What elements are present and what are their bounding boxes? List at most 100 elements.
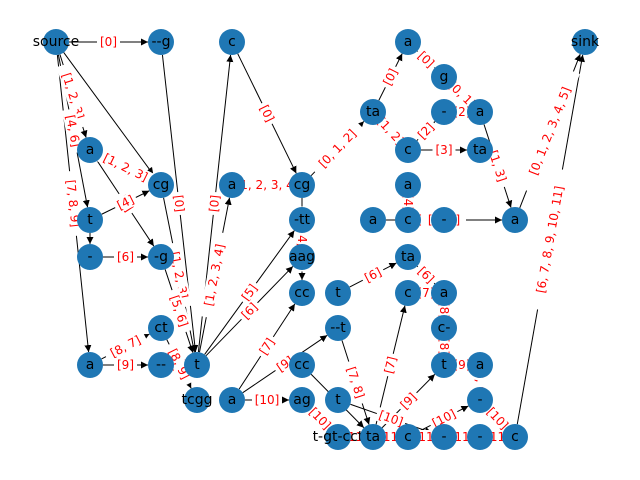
node-circle <box>148 29 174 55</box>
node-label: - <box>441 429 446 445</box>
node-label: a <box>86 142 95 158</box>
edge-label-text: [6] <box>362 265 384 285</box>
node-label: c- <box>438 320 451 336</box>
node-circle <box>325 424 351 450</box>
node-label: -tt <box>294 212 311 228</box>
edge-label-text: [7] <box>418 286 435 300</box>
node-n-tt: -tt <box>289 207 315 233</box>
edge-label: [0] <box>206 191 223 216</box>
node-n-g3: -g <box>148 244 174 270</box>
node-circle <box>467 424 493 450</box>
node-circle <box>395 29 421 55</box>
edge-label-text: [0, 1, 2] <box>316 127 359 171</box>
edge-label-text: [9] <box>454 358 471 372</box>
edge-label-bg <box>374 406 408 431</box>
edge-label: [9] <box>114 358 137 372</box>
edge-label-bg <box>199 231 230 319</box>
edge-label-bg <box>237 279 262 306</box>
node-label: c <box>511 429 519 445</box>
node-circle <box>325 315 351 341</box>
edge-label-bg <box>413 117 439 145</box>
node-n-ct: ct <box>148 315 174 341</box>
node-circle <box>431 352 457 378</box>
node-label: - <box>477 392 482 408</box>
node-label: c <box>404 212 412 228</box>
node-label: a <box>511 212 520 228</box>
edge-label-text: [7] <box>382 355 400 375</box>
node-circle <box>502 424 528 450</box>
node-circle <box>325 280 351 306</box>
node-n-cc2: cc <box>289 352 315 378</box>
edge-label: [0] <box>97 35 120 49</box>
node-label: aag <box>289 249 315 265</box>
edge-label-text: [3] <box>436 143 453 157</box>
node-circle <box>467 137 493 163</box>
node-circle <box>219 387 245 413</box>
node-circle <box>431 280 457 306</box>
node-label: --t <box>330 320 346 336</box>
node-circle <box>184 352 210 378</box>
node-circle <box>467 387 493 413</box>
node-n-dash3: -- <box>148 352 174 378</box>
node-label: a <box>228 177 237 193</box>
node-n-a-r1: a <box>467 99 493 125</box>
edge-label-bg <box>206 191 223 216</box>
node-label: ta <box>366 429 380 445</box>
node-n-ta3: ta <box>395 244 421 270</box>
node-label: a <box>86 357 95 373</box>
node-n-a5: a <box>431 280 457 306</box>
node-circle <box>431 64 457 90</box>
node-circle <box>148 244 174 270</box>
node-circle <box>431 315 457 341</box>
edge-label: [6] <box>114 250 137 264</box>
node-label: - <box>477 429 482 445</box>
edges-layer <box>56 38 585 441</box>
node-circle <box>360 207 386 233</box>
node-n-t1: t <box>77 207 103 233</box>
edge-label-bg <box>97 35 120 49</box>
edge-label: [0] <box>255 100 279 127</box>
node-label: c <box>228 34 236 50</box>
edge-label-text: [7, 8, 9] <box>64 179 83 228</box>
node-circle <box>395 172 421 198</box>
node-n-a3: a <box>395 172 421 198</box>
node-label: t <box>87 212 93 228</box>
edge-label-bg <box>395 387 422 415</box>
node-n-c4: c <box>395 280 421 306</box>
edge-label: [7] <box>254 333 280 360</box>
node-circle <box>360 424 386 450</box>
node-n-ta4: ta <box>360 424 386 450</box>
node-label: ta <box>366 104 380 120</box>
edge-label: [4, 6] <box>61 108 85 154</box>
edge-label-bg <box>170 191 188 216</box>
node-circle <box>431 207 457 233</box>
node-label: ct <box>154 320 168 336</box>
edge-label: [1, 2, 3, 4] <box>199 231 230 319</box>
node-circle <box>219 29 245 55</box>
edge-label-bg <box>482 402 513 435</box>
node-n-a4: a <box>502 207 528 233</box>
edge-label-text: [1, 2, 3, 4] <box>202 243 228 307</box>
edge-label-text: [10] <box>377 408 405 429</box>
node-n-t5: t <box>325 387 351 413</box>
node-label: t <box>194 357 200 373</box>
node-circle <box>43 29 69 55</box>
node-label: -g <box>154 249 168 265</box>
edge-label-bg <box>342 359 369 406</box>
edge-label-text: [2] <box>454 105 471 119</box>
edge-label-bg <box>61 108 85 154</box>
node-label: ta <box>473 142 487 158</box>
node-circle <box>395 424 421 450</box>
edge-label-bg <box>432 143 456 157</box>
node-circle <box>148 172 174 198</box>
node-n-g2: g <box>431 64 457 90</box>
node-circle <box>148 352 174 378</box>
edge-label-bg <box>412 46 440 73</box>
edge-label-bg <box>379 63 402 91</box>
node-n-ag: ag <box>289 387 315 413</box>
edge-label-bg <box>93 146 158 189</box>
edge-label-text: [8] <box>437 302 451 319</box>
edge-label-bg <box>112 191 139 214</box>
